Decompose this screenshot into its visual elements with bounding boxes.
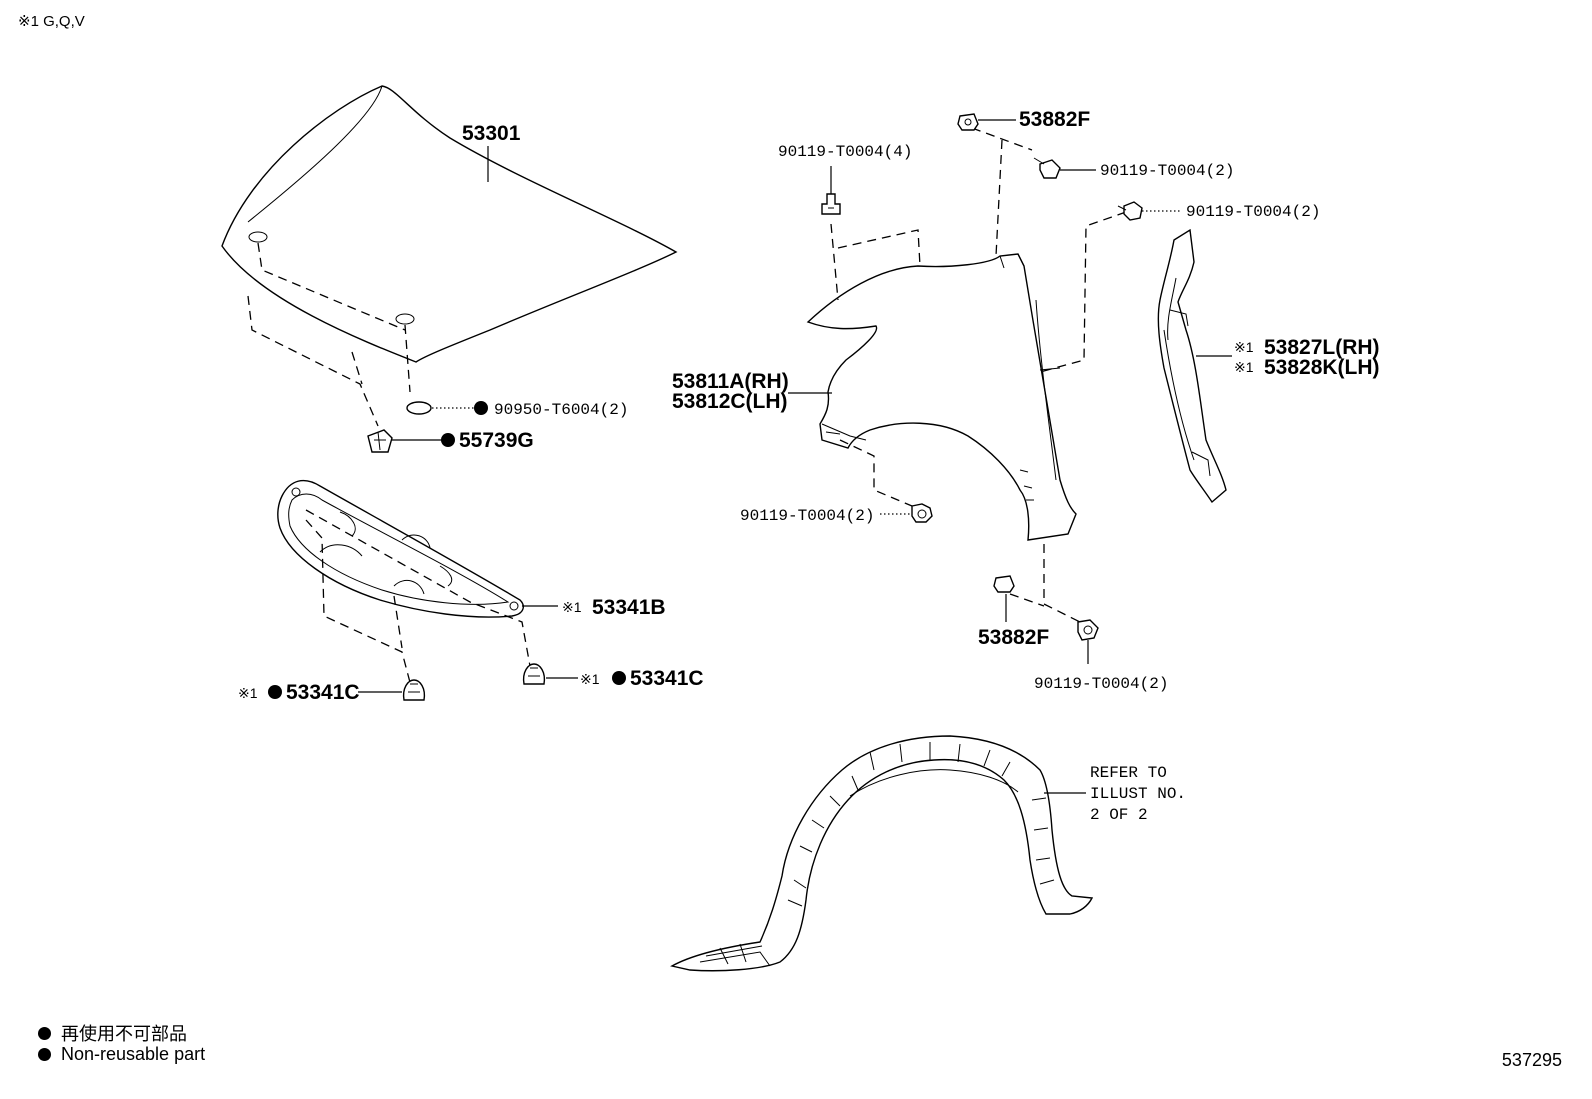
hood-panel[interactable]	[221, 85, 678, 363]
non-reusable-dot-icon	[38, 1048, 51, 1061]
hood-guide-line	[247, 295, 379, 427]
fender-guide-line	[971, 127, 1033, 151]
fender-lower-bolt[interactable]	[911, 503, 933, 523]
fender-top-nut-bolt-part-number: 90119-T0004(2)	[1100, 162, 1234, 180]
insulator-clip-left-mark: ※1	[238, 685, 258, 701]
hood-guide-line	[351, 351, 363, 385]
fender-rh-part-number: 53811A(RH)	[672, 370, 789, 393]
fender-top-nut[interactable]	[957, 113, 979, 131]
fender-bottom-nut[interactable]	[993, 575, 1015, 593]
liner-refer-line-2: ILLUST NO.	[1090, 785, 1186, 803]
insulator-clip-right-part-number: 53341C	[630, 667, 704, 690]
fender-seal-rh-part-number: 53827L(RH)	[1264, 336, 1380, 359]
legend-jp-text: 再使用不可部品	[61, 1024, 187, 1044]
fender-bottom-nut-bolt-part-number: 90119-T0004(2)	[1034, 675, 1168, 693]
liner-refer-line-3: 2 OF 2	[1090, 806, 1148, 824]
legend-en-text: Non-reusable part	[61, 1044, 206, 1064]
fender-seal-lh-mark: ※1	[1234, 359, 1254, 375]
insulator-part-number: 53341B	[592, 596, 666, 619]
diagram-id: 537295	[1501, 1050, 1562, 1070]
insulator-guide-line	[305, 519, 413, 691]
legend-jp: 再使用不可部品	[38, 1020, 187, 1046]
fender-liner[interactable]	[670, 735, 1094, 972]
non-reusable-marker	[441, 433, 455, 447]
non-reusable-marker	[474, 401, 488, 415]
fender-top-bolt[interactable]	[821, 193, 841, 215]
fender-bottom-nut-part-number: 53882F	[978, 626, 1049, 649]
liner-refer-line-1: REFER TO	[1090, 764, 1167, 782]
hood-clip[interactable]	[367, 429, 393, 453]
insulator-clip-right[interactable]	[522, 663, 546, 685]
hood-guide-line	[404, 324, 411, 393]
non-reusable-marker	[612, 671, 626, 685]
hood-seal-part-number: 90950-T6004(2)	[494, 401, 628, 419]
fender-rear-bolt-part-number: 90119-T0004(2)	[1186, 203, 1320, 221]
fender-guide-line	[839, 439, 913, 507]
front-fender[interactable]	[806, 253, 1077, 541]
fender-seal[interactable]	[1157, 228, 1227, 504]
fender-guide-line	[1009, 593, 1045, 607]
fender-rear-bolt[interactable]	[1117, 201, 1143, 221]
applicability-note: ※1 G,Q,V	[18, 13, 85, 30]
hood-insulator[interactable]	[277, 479, 524, 618]
fender-lh-part-number: 53812C(LH)	[672, 390, 788, 413]
insulator-clip-left[interactable]	[402, 679, 426, 701]
insulator-mark: ※1	[562, 599, 582, 615]
insulator-guide-line	[305, 509, 531, 667]
fender-seal-rh-mark: ※1	[1234, 339, 1254, 355]
legend-en: Non-reusable part	[38, 1044, 205, 1065]
hood-clip-part-number: 55739G	[459, 429, 534, 452]
fender-guide-line	[1039, 211, 1127, 373]
insulator-clip-left-part-number: 53341C	[286, 681, 360, 704]
fender-guide-line	[995, 139, 1003, 257]
fender-guide-line	[837, 229, 921, 267]
fender-guide-line	[1043, 544, 1081, 623]
non-reusable-marker	[268, 685, 282, 699]
hood-part-number: 53301	[462, 122, 521, 145]
non-reusable-dot-icon	[38, 1026, 51, 1040]
fender-top-nut-part-number: 53882F	[1019, 108, 1090, 131]
insulator-guide-line	[393, 595, 403, 649]
hood-seal[interactable]	[406, 401, 432, 415]
fender-seal-lh-part-number: 53828K(LH)	[1264, 356, 1380, 379]
fender-bottom-nut-bolt[interactable]	[1077, 619, 1099, 641]
fender-lower-bolt-part-number: 90119-T0004(2)	[740, 507, 874, 525]
fender-top-nut-bolt[interactable]	[1033, 157, 1061, 179]
fender-top-bolt-part-number: 90119-T0004(4)	[778, 143, 912, 161]
fender-guide-line	[830, 223, 839, 301]
insulator-clip-right-mark: ※1	[580, 671, 600, 687]
